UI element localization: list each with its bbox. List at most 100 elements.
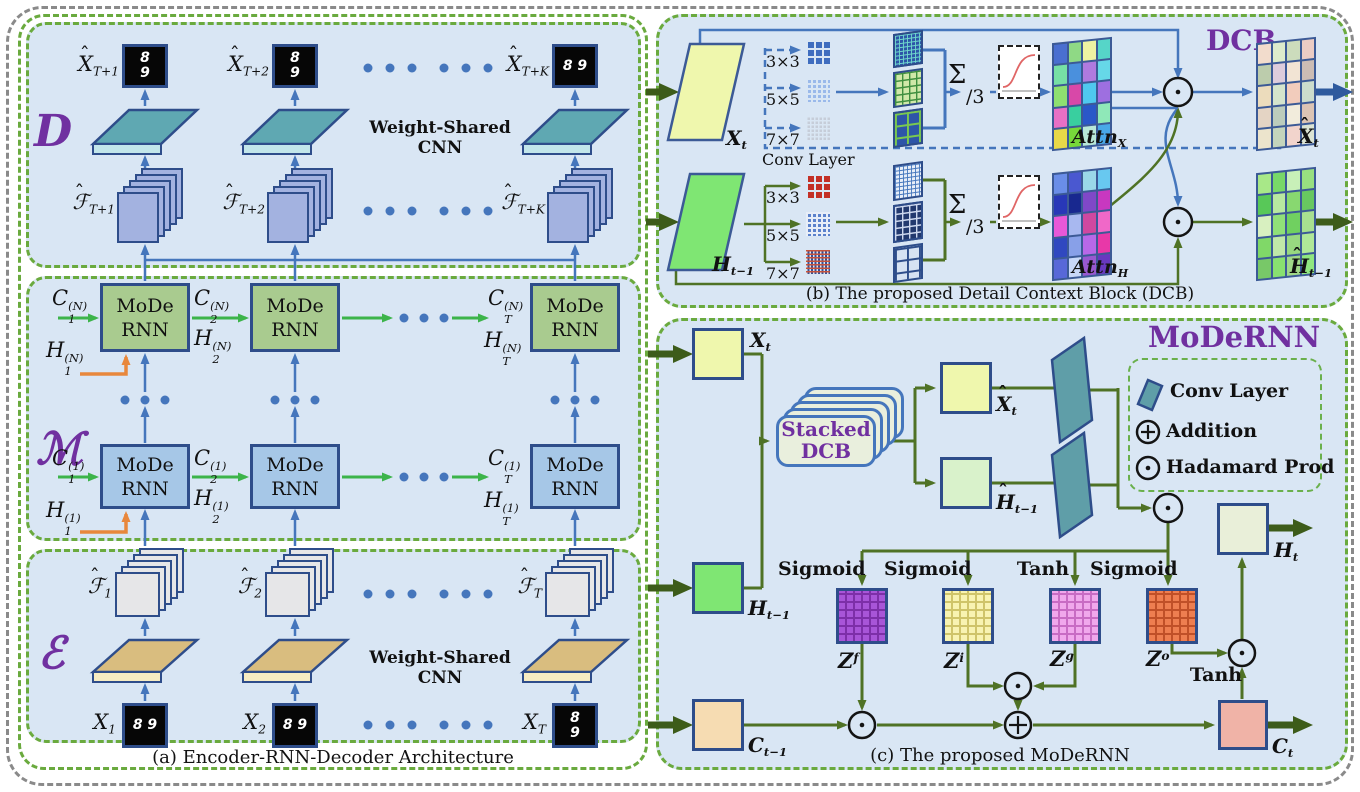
attn-x-label: AttnX bbox=[1072, 126, 1127, 150]
legend-box bbox=[1128, 358, 1322, 492]
grid-cell bbox=[1054, 258, 1067, 279]
gate-activation-label: Sigmoid bbox=[884, 558, 972, 580]
grid-cell bbox=[1097, 60, 1110, 81]
hhat-square bbox=[940, 457, 992, 509]
h-state-label: H(1)2 bbox=[194, 486, 229, 527]
c-state-label: C(1)2 bbox=[194, 446, 227, 487]
dcb-x-input-label: Xt bbox=[726, 126, 747, 153]
grid-cell bbox=[1258, 258, 1271, 279]
grid-cell bbox=[1068, 42, 1081, 63]
grid-cell bbox=[1287, 61, 1300, 83]
grid-cell bbox=[1258, 86, 1271, 107]
grid-cell bbox=[1287, 212, 1300, 234]
grid-cell bbox=[1272, 63, 1285, 84]
h-state-label: H(N)T bbox=[484, 328, 522, 369]
predicted-frame-image: 8 9 bbox=[552, 44, 598, 88]
feature-map-tile bbox=[893, 160, 923, 202]
grid-cell bbox=[1258, 107, 1271, 128]
grid-cell bbox=[1287, 82, 1300, 104]
grid-cell bbox=[1301, 39, 1314, 60]
input-frame-image: 8 9 bbox=[552, 703, 598, 748]
grid-cell bbox=[1272, 256, 1285, 278]
c-state-label: C(N)T bbox=[488, 286, 524, 327]
predicted-frame-image: 8 9 bbox=[272, 44, 318, 88]
grid-cell bbox=[1083, 234, 1096, 255]
decoder-feature-stack bbox=[267, 192, 309, 243]
sigmoid-activation-icon bbox=[998, 45, 1040, 99]
divide-by-3-label: /3 bbox=[966, 86, 985, 108]
c-output-square bbox=[1218, 700, 1268, 750]
x-input-square bbox=[692, 328, 744, 380]
c-state-label: C(N)2 bbox=[194, 286, 230, 327]
grid-cell bbox=[1097, 232, 1110, 254]
c-output-label: Ct bbox=[1272, 734, 1294, 761]
grid-cell bbox=[1301, 232, 1314, 254]
h-state-label: H(1)1 bbox=[46, 498, 81, 539]
grid-cell bbox=[1083, 170, 1096, 192]
feature-map-tile bbox=[893, 107, 923, 149]
gate-activation-label: Tanh bbox=[1016, 558, 1070, 580]
kernel-size-label: 5×5 bbox=[766, 226, 800, 245]
attn-h-label: AttnH bbox=[1072, 256, 1129, 280]
grid-cell bbox=[1272, 84, 1285, 106]
h-state-label: H(N)2 bbox=[194, 326, 232, 367]
weight-shared-cnn-label-encoder: Weight-Shared CNN bbox=[369, 648, 511, 688]
sum-symbol: Σ bbox=[948, 190, 967, 220]
h-output-label: Ht bbox=[1274, 538, 1299, 565]
feature-map-tile bbox=[893, 200, 923, 244]
gate-symbol: Zo bbox=[1146, 646, 1170, 671]
grid-cell bbox=[1097, 102, 1110, 124]
grid-cell bbox=[1272, 193, 1285, 214]
grid-cell bbox=[1272, 172, 1285, 193]
gate-activation-label: Sigmoid bbox=[778, 558, 866, 580]
caption-b: (b) The proposed Detail Context Block (D… bbox=[805, 284, 1195, 304]
kernel-size-label: 3×3 bbox=[766, 188, 800, 207]
c-state-label: C(N)1 bbox=[52, 286, 88, 327]
legend-conv-layer: Conv Layer bbox=[1170, 380, 1289, 402]
h-input-label: Ht−1 bbox=[748, 596, 791, 623]
grid-cell bbox=[1258, 64, 1271, 86]
grid-cell bbox=[1054, 43, 1067, 65]
grid-cell bbox=[1301, 169, 1314, 190]
feature-map-tile bbox=[893, 242, 923, 284]
c-state-label: C(1)T bbox=[488, 446, 521, 487]
output-gate-map bbox=[1146, 588, 1198, 644]
grid-cell bbox=[1054, 194, 1067, 216]
forget-gate-map bbox=[836, 588, 888, 644]
encoder-input-label: X2 bbox=[243, 710, 266, 737]
input-frame-image: 8 9 bbox=[122, 703, 168, 748]
decoder-feature-stack bbox=[547, 192, 589, 243]
legend-hadamard: Hadamard Prod bbox=[1166, 456, 1335, 478]
tanh-label: Tanh bbox=[1189, 664, 1243, 686]
predicted-frame-image: 8 9 bbox=[122, 44, 168, 88]
grid-cell bbox=[1054, 107, 1067, 128]
grid-cell bbox=[1097, 190, 1110, 211]
grid-cell bbox=[1272, 214, 1285, 236]
decoder-letter: D bbox=[34, 106, 73, 157]
grid-cell bbox=[1097, 211, 1110, 232]
grid-cell bbox=[1068, 214, 1081, 236]
grid-cell bbox=[1097, 81, 1110, 102]
gate-symbol: Zf bbox=[838, 648, 859, 673]
grid-cell bbox=[1083, 40, 1096, 62]
encoder-input-label: XT bbox=[522, 710, 546, 737]
grid-cell bbox=[1083, 191, 1096, 213]
grid-cell bbox=[1258, 194, 1271, 216]
kernel-size-label: 7×7 bbox=[766, 130, 800, 149]
grid-cell bbox=[1301, 81, 1314, 102]
grid-cell bbox=[1287, 104, 1300, 125]
encoder-input-label: X1 bbox=[93, 710, 116, 737]
encoder-feature-stack bbox=[265, 572, 310, 617]
grid-cell bbox=[1301, 211, 1314, 232]
conv-kernel-5x5-icon bbox=[806, 212, 830, 236]
input-gate-map bbox=[942, 588, 994, 644]
c-input-square bbox=[692, 699, 744, 751]
grid-cell bbox=[1258, 128, 1271, 149]
figure-outer-border bbox=[6, 6, 1354, 786]
